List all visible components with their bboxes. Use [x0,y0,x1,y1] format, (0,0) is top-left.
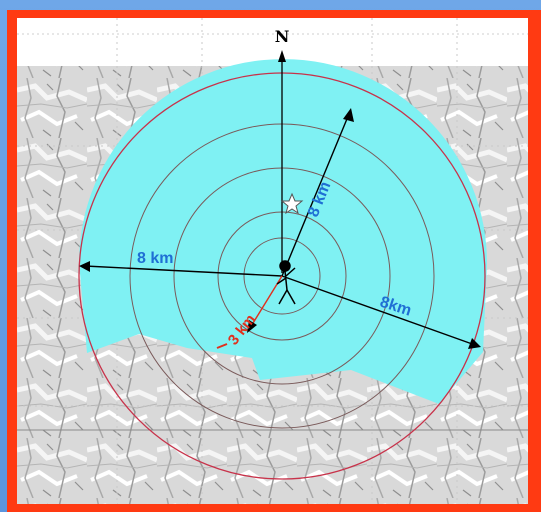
person-icon [276,260,296,305]
range-diagram: N 8 km 8 km 8km 3 km [17,18,528,504]
map-panel: N 8 km 8 km 8km 3 km [17,18,528,504]
north-label: N [275,27,290,46]
arrow-heads [79,108,481,349]
star-icon [280,192,304,215]
label-8km-west: 8 km [137,250,173,267]
arrow-w [84,265,283,277]
red-frame: N 8 km 8 km 8km 3 km [7,10,541,512]
top-strip [17,18,528,66]
coverage-zone [79,59,488,405]
arrow-ne [281,113,350,277]
arrow-sw [249,275,283,329]
arrow-se [281,275,476,346]
north-arrow [278,50,286,273]
radius-arrows [84,113,476,346]
